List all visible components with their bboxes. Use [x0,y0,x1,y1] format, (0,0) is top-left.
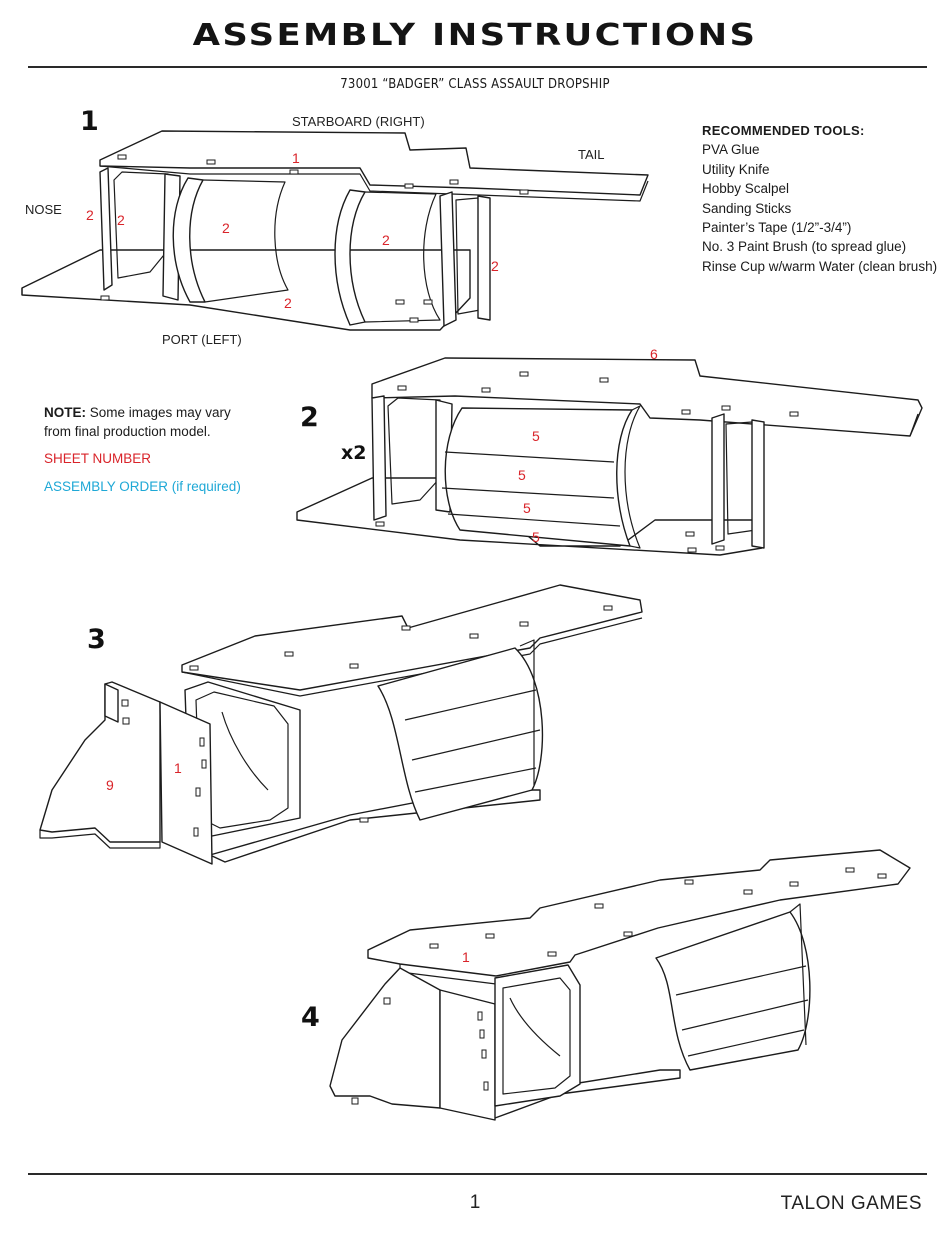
tail-label: TAIL [578,147,605,162]
recommended-tools: RECOMMENDED TOOLS: PVA Glue Utility Knif… [702,121,937,276]
legend: NOTE: Some images may vary from final pr… [44,403,254,496]
sheet-label: 2 [117,212,125,228]
sheet-label: 9 [106,777,114,793]
port-label: PORT (LEFT) [162,332,242,347]
sheet-label: 2 [222,220,230,236]
sheet-label: 2 [491,258,499,274]
sheet-label: 5 [532,428,540,444]
step-2-diagram: 6 5 5 5 5 [296,346,923,556]
tools-heading: RECOMMENDED TOOLS: [702,123,865,138]
sheet-label: 5 [518,467,526,483]
tool-item: Painter’s Tape (1/2”-3/4”) [702,220,852,236]
step-number: 4 [301,1002,320,1033]
footer-rule [28,1173,927,1175]
starboard-label: STARBOARD (RIGHT) [292,114,425,129]
note-label: NOTE: [44,405,86,420]
step-number: 3 [87,624,106,655]
sheet-label: 6 [650,346,658,362]
sheet-label: 1 [292,150,300,166]
tool-item: Utility Knife [702,161,770,177]
tool-item: Sanding Sticks [702,200,792,216]
step-number: 1 [80,106,99,137]
sheet-label: 1 [462,949,470,965]
tool-item: Rinse Cup w/warm Water (clean brush) [702,258,938,274]
header-rule [28,66,927,68]
tool-item: No. 3 Paint Brush (to spread glue) [702,239,907,255]
step-number: 2 [300,402,319,433]
page-number: 1 [469,1192,481,1213]
step-3-diagram: 9 1 [39,584,643,865]
assembly-order-key: ASSEMBLY ORDER (if required) [44,479,241,494]
product-subtitle: 73001 “BADGER” CLASS ASSAULT DROPSHIP [340,77,610,92]
step-multiplier: x2 [341,442,367,464]
brand-name: TALON GAMES [780,1193,922,1214]
sheet-label: 5 [523,500,531,516]
sheet-label: 2 [86,207,94,223]
tool-item: PVA Glue [702,142,760,158]
sheet-number-key: SHEET NUMBER [44,451,152,466]
sheet-label: 2 [382,232,390,248]
page-title: ASSEMBLY INSTRUCTIONS [192,18,758,53]
step-4-diagram: 1 [329,849,911,1121]
note: NOTE: Some images may vary from final pr… [44,403,254,441]
sheet-label: 2 [284,295,292,311]
nose-label: NOSE [25,202,62,217]
step-1-diagram: 1 2 2 2 2 2 2 [21,130,649,331]
note-text: Some images may vary from final producti… [44,405,231,439]
sheet-label: 5 [532,529,540,545]
sheet-label: 1 [174,760,182,776]
tool-item: Hobby Scalpel [702,181,790,197]
